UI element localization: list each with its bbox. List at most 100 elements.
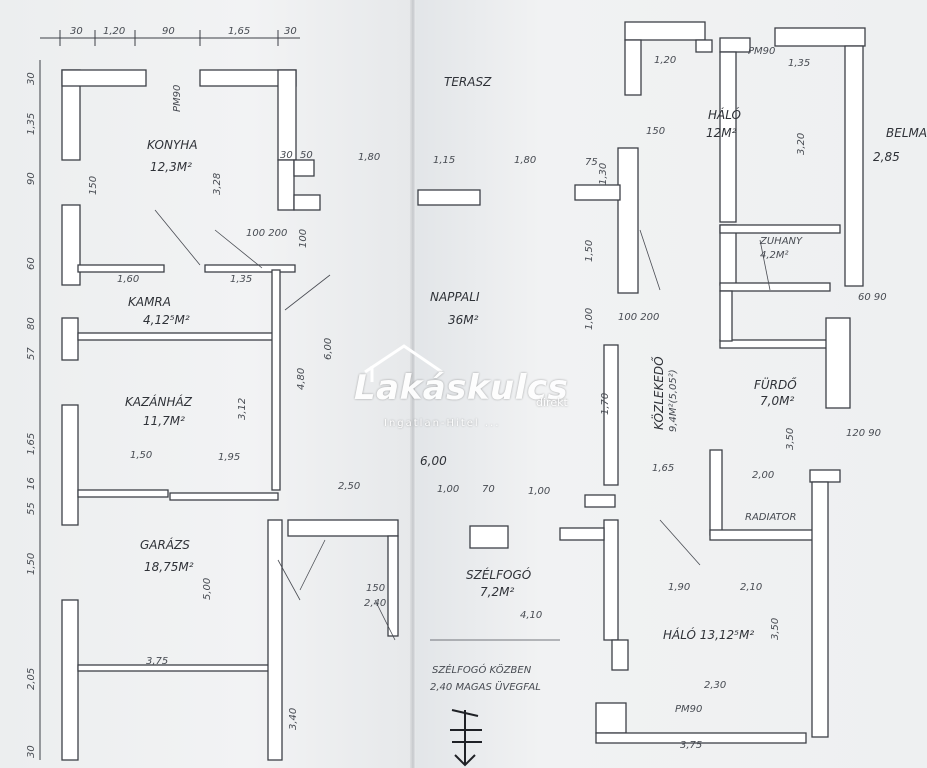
- dim-75: 75: [585, 157, 598, 168]
- room-area-garazs: 18,75M²: [144, 560, 194, 574]
- room-label-terasz: TERASZ: [444, 75, 492, 89]
- watermark-subtitle: Ingatlan-Hitel ...: [384, 418, 501, 429]
- room-area-kozlekedo: 9,4M²(5,05²): [668, 369, 679, 432]
- room-label-garazs: GARÁZS: [140, 538, 190, 552]
- dim-60-90: 60 90: [858, 292, 887, 303]
- note-szelfogo-uvegfal: 2,40 MAGAS ÜVEGFAL: [430, 682, 541, 693]
- dim-160: 1,60: [117, 274, 140, 285]
- dim-250: 2,50: [338, 481, 361, 492]
- room-label-radiator: RADIATOR: [745, 512, 797, 523]
- left-dim-2: 1,35: [26, 112, 37, 135]
- room-area-kamra: 4,12⁵M²: [143, 313, 190, 327]
- dim-115: 1,15: [433, 155, 456, 166]
- room-label-szelfogo: SZÉLFOGÓ: [466, 568, 532, 582]
- dim-50: 50: [300, 150, 313, 161]
- watermark: Lakáskulcs direkt Ingatlan-Hitel ...: [340, 340, 590, 440]
- watermark-direkt: direkt: [536, 396, 568, 409]
- dim-200: 2,00: [752, 470, 775, 481]
- watermark-logo: Lakáskulcs: [354, 368, 569, 408]
- dim-100-200-b: 100 200: [618, 312, 660, 323]
- dim-180-b: 1,80: [514, 155, 537, 166]
- dim-230: 2,30: [704, 680, 727, 691]
- room-label-kazanhaz: KAZÁNHÁZ: [125, 395, 192, 409]
- room-label-kamra: KAMRA: [128, 295, 171, 309]
- dim-100-200-a: 100 200: [246, 228, 288, 239]
- left-dim-5: 80: [26, 317, 37, 330]
- dim-350-b: 3,50: [785, 427, 796, 450]
- dim-100-a: 100: [298, 228, 309, 248]
- left-dim-11: 2,05: [26, 667, 37, 690]
- dim-180-a: 1,80: [358, 152, 381, 163]
- room-label-konyha: KONYHA: [147, 138, 198, 152]
- dim-150-d: 1,50: [584, 239, 595, 262]
- dim-480: 4,80: [296, 367, 307, 390]
- left-dim-7: 1,65: [26, 432, 37, 455]
- dim-375-a: 3,75: [146, 656, 169, 667]
- dim-195: 1,95: [218, 452, 241, 463]
- dim-135: 1,35: [230, 274, 253, 285]
- dim-328: 3,28: [212, 172, 223, 195]
- dim-pm90-c: PM90: [748, 46, 776, 57]
- dim-150-pm90: 150: [88, 175, 99, 195]
- room-label-belmag: BELMAG: [886, 126, 927, 140]
- left-dim-4: 60: [26, 257, 37, 270]
- dim-100-d: 1,00: [584, 307, 595, 330]
- room-area-szelfogo: 7,2M²: [480, 585, 515, 599]
- door-swings: [154, 209, 771, 641]
- dim-150-b: 1,50: [130, 450, 153, 461]
- left-dim-3: 90: [26, 172, 37, 185]
- dim-pm90-b: PM90: [675, 704, 703, 715]
- room-label-zuhany: ZUHANY: [760, 236, 803, 247]
- dim-500: 5,00: [202, 577, 213, 600]
- dim-350: 3,50: [770, 617, 781, 640]
- dim-410: 4,10: [520, 610, 543, 621]
- room-label-nappali: NAPPALI: [430, 290, 480, 304]
- dim-100-c: 1,00: [528, 486, 551, 497]
- dim-600: 6,00: [323, 337, 334, 360]
- top-dim-5: 30: [284, 26, 297, 37]
- dim-pm90-konyha: PM90: [172, 84, 183, 112]
- room-area-halo-1: 12M²: [706, 126, 737, 140]
- room-label-halo-1: HÁLÓ: [708, 108, 741, 122]
- dim-130: 1,30: [598, 162, 609, 185]
- room-dim-belmag: 2,85: [873, 150, 900, 164]
- room-label-kozlekedo: KÖZLEKEDŐ: [652, 356, 666, 430]
- note-szelfogo-kozben: SZÉLFOGÓ KÖZBEN: [432, 665, 532, 676]
- dim-375-b: 3,75: [680, 740, 703, 751]
- top-dim-3: 90: [162, 26, 175, 37]
- dim-70: 70: [482, 484, 495, 495]
- top-dim-1: 30: [70, 26, 83, 37]
- dim-150-c: 150: [366, 583, 386, 594]
- dim-340: 3,40: [288, 707, 299, 730]
- left-dim-6: 57: [26, 347, 37, 360]
- dim-120: 1,20: [654, 55, 677, 66]
- dim-210: 2,10: [740, 582, 763, 593]
- room-label-halo-2: HÁLÓ 13,12⁵M²: [663, 628, 755, 642]
- paper-fold: [410, 0, 416, 768]
- left-dim-10: 1,50: [26, 552, 37, 575]
- dim-320: 3,20: [796, 132, 807, 155]
- dim-170: 1,70: [600, 392, 611, 415]
- walls: [61, 21, 866, 761]
- room-area-nappali: 36M²: [448, 313, 479, 327]
- dim-312: 3,12: [237, 397, 248, 420]
- left-dim-8: 16: [26, 477, 37, 490]
- room-label-furdo: FÜRDŐ: [754, 378, 797, 392]
- watermark-house-icon: [364, 344, 443, 382]
- dim-100-b: 1,00: [437, 484, 460, 495]
- left-dim-12: 30: [26, 745, 37, 758]
- dim-190: 1,90: [668, 582, 691, 593]
- dim-150-e: 150: [646, 126, 666, 137]
- top-dim-2: 1,20: [103, 26, 126, 37]
- room-area-konyha: 12,3M²: [150, 160, 192, 174]
- dim-30-a: 30: [280, 150, 293, 161]
- dim-240: 2,40: [364, 598, 387, 609]
- dim-120-90: 120 90: [846, 428, 881, 439]
- dim-600-b: 6,00: [420, 454, 447, 468]
- left-dim-1: 30: [26, 72, 37, 85]
- north-arrow-icon: [450, 709, 482, 767]
- dim-165: 1,65: [652, 463, 675, 474]
- room-area-zuhany: 4,2M²: [760, 250, 789, 261]
- room-area-kazanhaz: 11,7M²: [143, 414, 185, 428]
